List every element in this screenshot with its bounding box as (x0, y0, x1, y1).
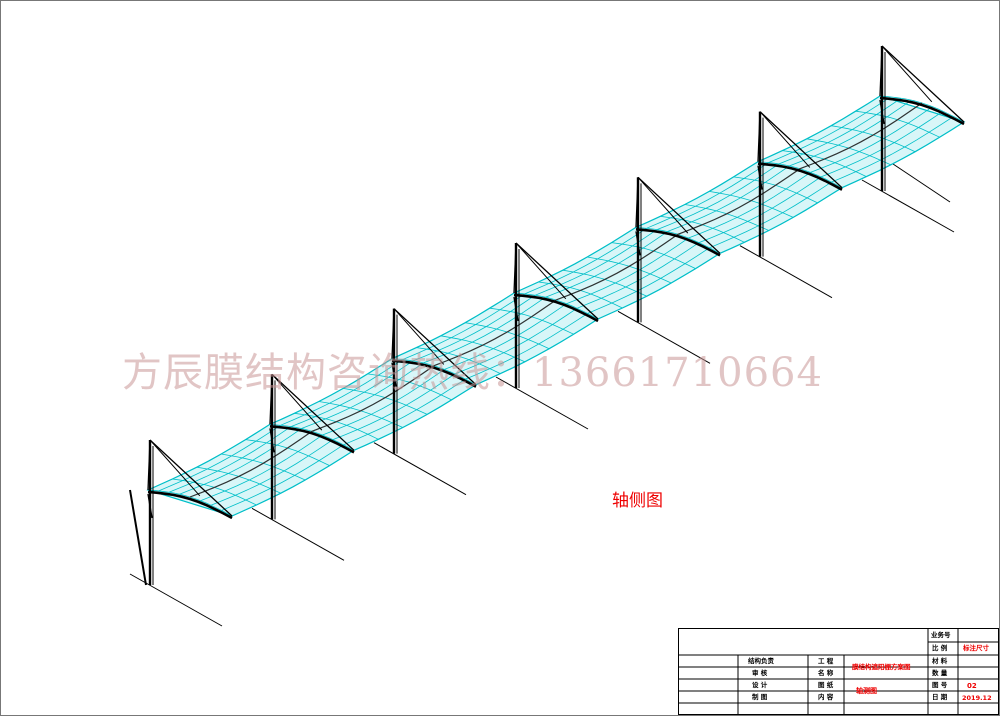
material-label: 材 料 (932, 657, 948, 665)
brace-strut (879, 99, 885, 125)
ridge-cable (189, 102, 923, 498)
stay-cable (149, 439, 233, 517)
stay-cable (757, 111, 761, 162)
ground-line (861, 179, 955, 233)
stay-cable (269, 374, 273, 425)
ground-line (251, 507, 345, 561)
sheet-label-1: 图 纸 (818, 681, 834, 689)
ground-line (495, 376, 589, 430)
ground-lines (129, 157, 955, 627)
stay-cable (271, 374, 323, 431)
stay-cable (759, 111, 843, 189)
brace-strut (757, 165, 763, 190)
business-no-label: 业务号 (931, 631, 951, 639)
stay-cable (881, 45, 965, 123)
design-label: 设 计 (752, 681, 768, 689)
project-label-1: 工 程 (818, 657, 834, 665)
stay-cable (637, 177, 689, 234)
stay-cable (149, 439, 201, 497)
stay-cable (271, 373, 355, 451)
arch-beam (513, 293, 599, 323)
brace-strut (635, 231, 641, 256)
stay-cable (881, 45, 933, 103)
project-name: 膜结构遮阳棚方案图 (852, 663, 911, 671)
quantity-label: 数 量 (932, 669, 948, 677)
arch-beam (757, 162, 843, 191)
date-value: 2019.12 (962, 694, 992, 702)
date-label: 日 期 (932, 693, 948, 701)
stay-cable (879, 45, 883, 97)
sheet-label-2: 内 容 (818, 693, 834, 701)
ground-line (739, 245, 833, 299)
stay-cable (515, 242, 599, 320)
stay-cable (637, 176, 721, 254)
stay-cable (759, 111, 811, 168)
brace-strut (513, 296, 519, 322)
ground-line (883, 157, 951, 203)
ground-line (617, 310, 711, 364)
drawing-no-label: 图 号 (932, 681, 948, 689)
stay-cable (147, 439, 151, 491)
arch-beam (391, 359, 477, 388)
stay-cable (513, 242, 517, 294)
stay-cable (515, 242, 567, 300)
arch-beam (879, 96, 965, 126)
brace-strut (269, 428, 275, 453)
steel-frames (129, 45, 965, 586)
stay-cable (635, 177, 639, 228)
stay-cable (393, 308, 477, 386)
structure-lead-label: 结构负责 (748, 657, 774, 665)
draft-label: 制 图 (752, 693, 768, 701)
arch-beam (635, 228, 721, 257)
view-label: 轴侧图 (612, 491, 663, 511)
stay-cable (393, 308, 445, 365)
scale-value: 标注尺寸 (963, 644, 989, 652)
review-label: 审 核 (752, 669, 768, 677)
scale-label: 比 例 (932, 644, 948, 652)
ground-line (373, 442, 467, 496)
front-brace (129, 489, 147, 586)
watermark: 方辰膜结构咨询热线：13661710664 (122, 350, 823, 396)
stay-cable (391, 308, 395, 359)
drawing-no-value: 02 (967, 682, 977, 690)
brace-strut (391, 362, 397, 387)
sheet-content: 轴测图 (856, 687, 877, 695)
arch-beam (147, 490, 233, 520)
project-label-2: 名 称 (818, 669, 834, 677)
arch-beam (269, 425, 355, 454)
brace-strut (147, 493, 153, 519)
